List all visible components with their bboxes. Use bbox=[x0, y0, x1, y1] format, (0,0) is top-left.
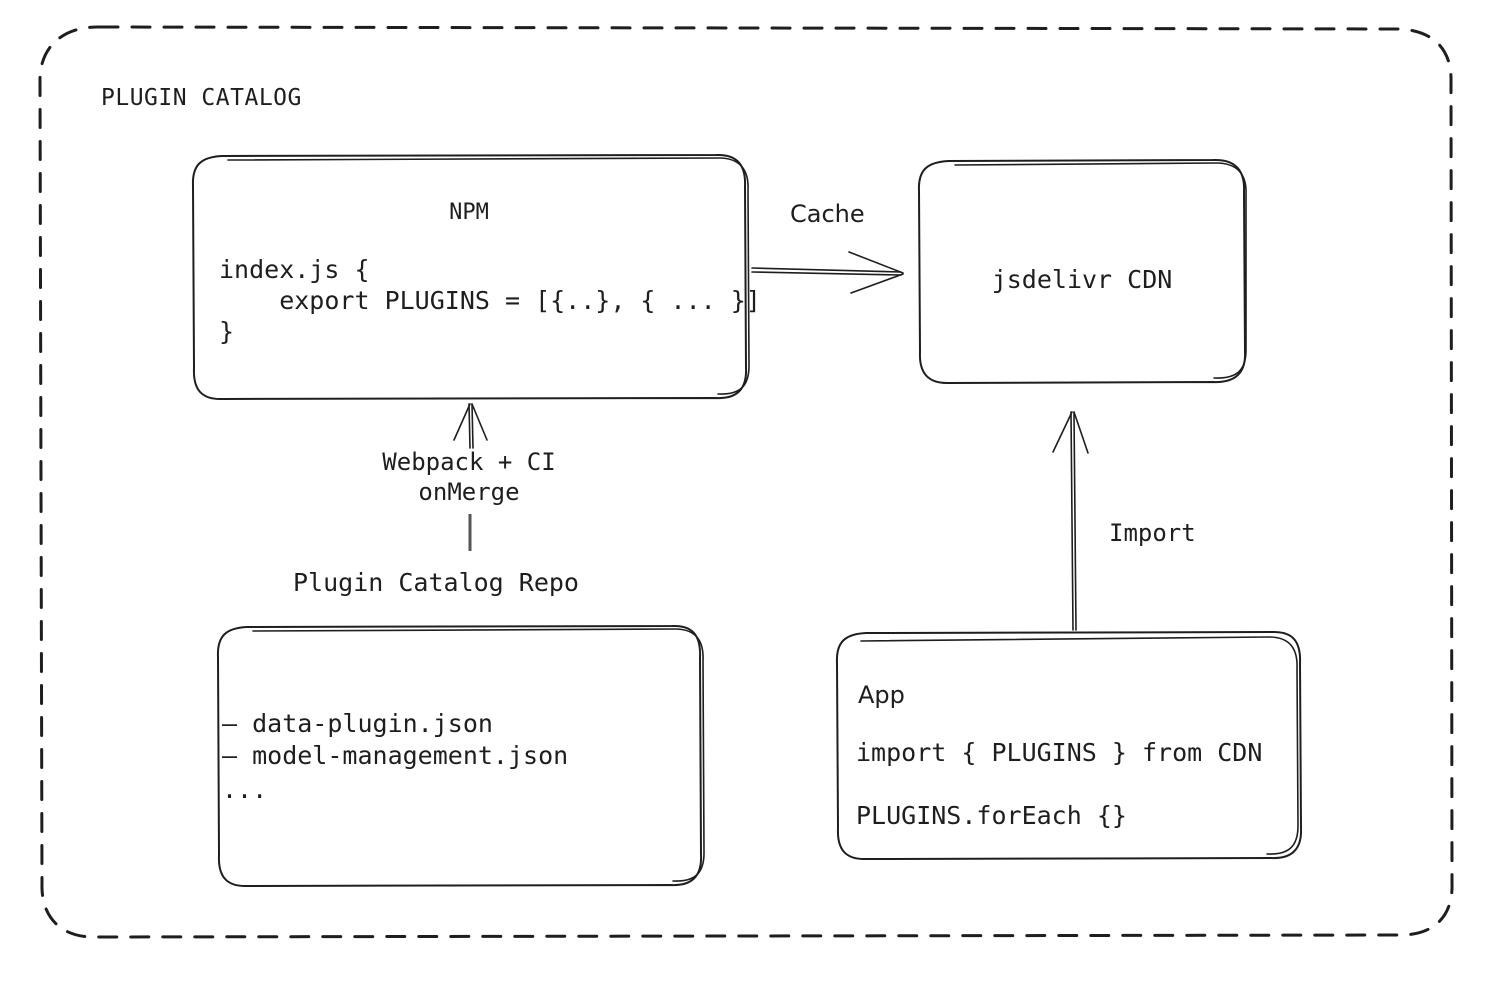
node-jsdelivr-cdn[interactable] bbox=[917, 158, 1247, 385]
edge-cache-label: Cache bbox=[790, 200, 865, 228]
npm-code-line-3: } bbox=[219, 317, 234, 346]
app-title: App bbox=[858, 681, 905, 709]
edge-build bbox=[453, 403, 488, 551]
edge-cache bbox=[751, 251, 904, 294]
npm-title: NPM bbox=[449, 200, 489, 225]
repo-file-line-1: – data-plugin.json bbox=[222, 709, 493, 738]
node-plugin-catalog-repo[interactable] bbox=[216, 624, 705, 888]
repo-file-line-2: – model-management.json bbox=[222, 741, 568, 770]
node-app[interactable] bbox=[835, 630, 1303, 861]
app-code-line-1: import { PLUGINS } from CDN bbox=[856, 738, 1262, 767]
repo-caption: Plugin Catalog Repo bbox=[293, 568, 579, 597]
group-container-plugin-catalog bbox=[38, 25, 1454, 939]
cdn-title: jsdelivr CDN bbox=[992, 265, 1173, 294]
repo-file-line-3: ... bbox=[222, 775, 267, 804]
edge-build-label-line-2: onMerge bbox=[418, 478, 519, 506]
node-npm[interactable] bbox=[191, 153, 750, 401]
group-title: PLUGIN CATALOG bbox=[101, 85, 302, 111]
npm-code-line-2: export PLUGINS = [{..}, { ... }] bbox=[219, 286, 761, 315]
edge-import bbox=[1052, 411, 1089, 631]
app-code-line-2: PLUGINS.forEach {} bbox=[856, 801, 1127, 830]
npm-code-line-1: index.js { bbox=[219, 255, 370, 284]
edge-build-label-line-1: Webpack + CI bbox=[382, 448, 555, 476]
edge-import-label: Import bbox=[1109, 519, 1196, 547]
